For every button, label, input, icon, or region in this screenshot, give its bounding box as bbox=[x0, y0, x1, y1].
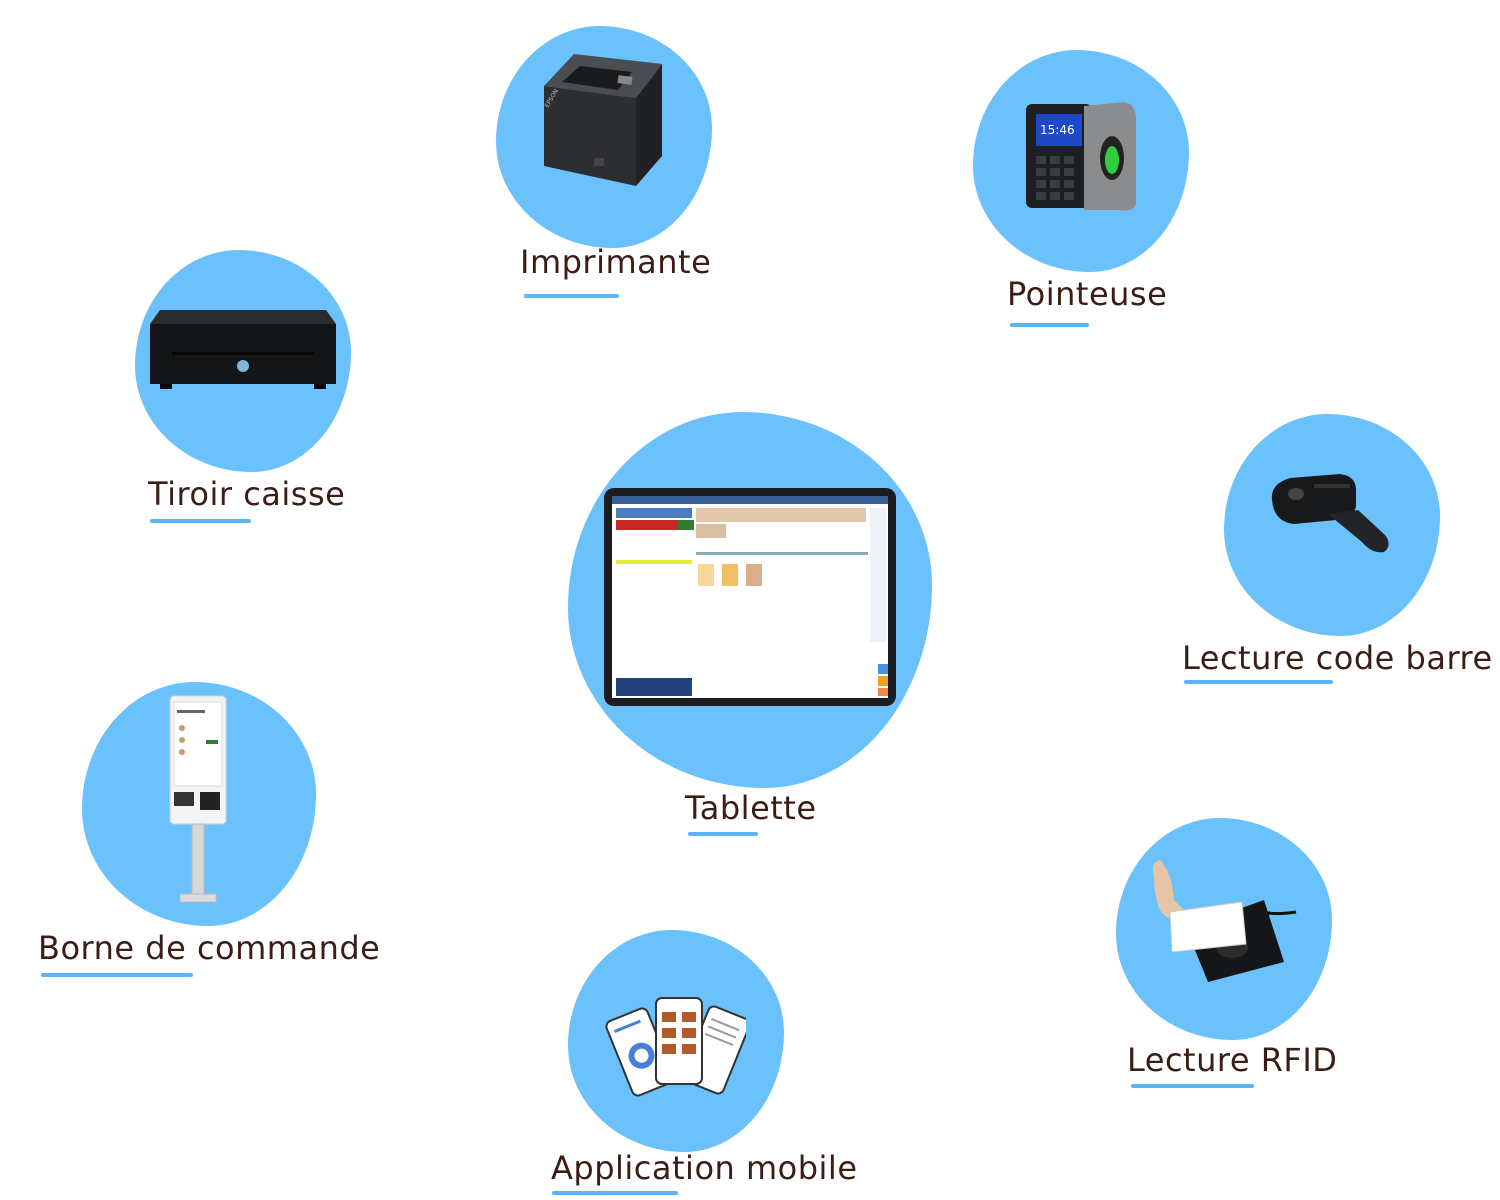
receipt-printer-icon: EPSON bbox=[544, 54, 662, 186]
pos-tablet-icon bbox=[604, 488, 896, 706]
code-barre-underline bbox=[1184, 680, 1333, 684]
tiroir-label: Tiroir caisse bbox=[148, 475, 346, 513]
ordering-kiosk-icon bbox=[169, 695, 227, 903]
barcode-scanner-icon bbox=[1271, 474, 1389, 553]
rfid-label: Lecture RFID bbox=[1127, 1041, 1338, 1079]
borne-label: Borne de commande bbox=[38, 929, 381, 967]
cash-drawer-icon bbox=[150, 310, 336, 389]
pointeuse-underline bbox=[1010, 323, 1089, 327]
code-barre-label: Lecture code barre bbox=[1182, 639, 1493, 677]
tiroir-underline bbox=[150, 519, 251, 523]
svg-text:15:46: 15:46 bbox=[1040, 123, 1075, 137]
mobile-underline bbox=[552, 1191, 678, 1195]
mobile-label: Application mobile bbox=[551, 1149, 858, 1187]
code-barre-blob bbox=[1224, 414, 1440, 636]
imprimante-label: Imprimante bbox=[520, 243, 712, 281]
mobile-app-icon bbox=[605, 997, 746, 1097]
rfid-underline bbox=[1131, 1084, 1254, 1088]
borne-underline bbox=[41, 973, 193, 977]
fingerprint-time-clock-icon: 15:46 bbox=[1026, 102, 1136, 211]
imprimante-underline bbox=[524, 294, 619, 298]
rfid-reader-icon bbox=[1152, 860, 1297, 982]
tablette-underline bbox=[688, 832, 758, 836]
pointeuse-label: Pointeuse bbox=[1007, 275, 1168, 313]
tablette-label: Tablette bbox=[685, 789, 817, 827]
